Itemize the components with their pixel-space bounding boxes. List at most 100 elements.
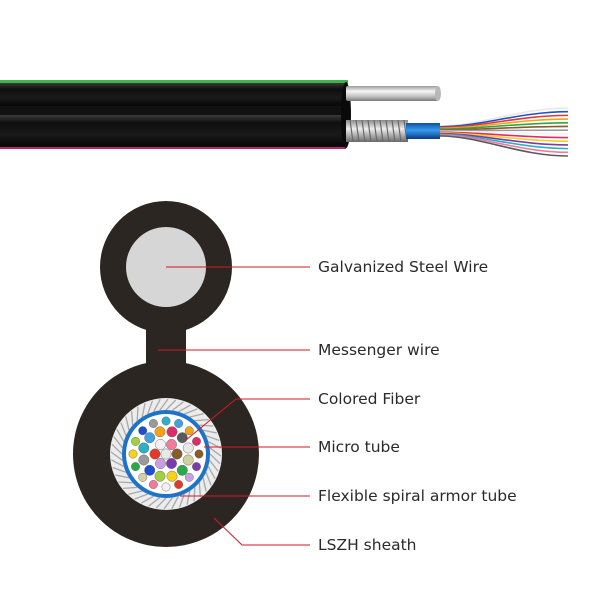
- armor-spiral-segment: [159, 398, 169, 411]
- colored-fiber: [171, 448, 183, 460]
- armor-spiral-segment: [194, 418, 209, 422]
- leader-sheath: [213, 517, 310, 546]
- fiber-strand: [439, 118, 569, 130]
- colored-fiber: [194, 449, 204, 459]
- colored-fiber: [166, 458, 177, 469]
- colored-fiber: [166, 426, 178, 438]
- label-colored-fiber: Colored Fiber: [318, 390, 421, 408]
- armor-spiral-segment: [202, 429, 217, 434]
- armor-spiral-segment: [178, 404, 192, 413]
- fiber-strand: [439, 130, 569, 135]
- armor-spiral-segment: [134, 493, 148, 500]
- armor-spiral-segment: [113, 436, 123, 449]
- armor-spiral-segment: [128, 490, 143, 495]
- magenta-stripe: [0, 146, 346, 149]
- armor-spiral-segment: [148, 497, 161, 507]
- armor-spiral-segment: [207, 466, 216, 480]
- fiber-strand: [439, 134, 569, 154]
- armor-spiral-segment: [198, 482, 202, 497]
- cable-side-view: [0, 80, 569, 157]
- colored-fiber: [161, 482, 171, 492]
- fiber-sheath-side: [0, 115, 346, 147]
- leader-colored-fiber: [185, 398, 310, 441]
- fiber-strand: [439, 135, 569, 157]
- armor-spiral-segment: [141, 403, 146, 418]
- colored-fiber: [149, 448, 161, 460]
- colored-fiber: [161, 416, 171, 426]
- armor-spiral-segment: [110, 451, 123, 461]
- colored-fiber: [131, 462, 140, 471]
- colored-fiber: [138, 472, 148, 482]
- armor-spiral-segment: [153, 398, 161, 413]
- colored-fiber: [148, 480, 158, 489]
- armor-spiral-segment: [111, 443, 123, 455]
- armor-rib: [373, 119, 378, 143]
- colored-fiber: [160, 448, 172, 460]
- steel-wire-side: [346, 86, 438, 101]
- armor-spiral-segment: [120, 422, 127, 436]
- armor-spiral-segment: [193, 487, 196, 502]
- web-side: [0, 106, 346, 116]
- armor-spiral-segment: [205, 435, 220, 442]
- label-galvanized-steel-wire: Galvanized Steel Wire: [318, 258, 488, 276]
- colored-fiber: [182, 454, 194, 466]
- colored-fiber: [184, 426, 194, 436]
- armor-spiral-segment: [165, 399, 177, 411]
- armor-rib: [385, 119, 390, 143]
- armor-spiral-segment: [147, 400, 154, 415]
- armor-spiral-segment: [186, 490, 191, 505]
- colored-fiber: [131, 436, 140, 446]
- fiber-strand: [439, 121, 569, 130]
- armor-spiral-segment: [209, 459, 219, 472]
- armor-rib: [379, 119, 384, 143]
- armor-spiral-segment: [199, 424, 214, 427]
- armor-rib: [391, 119, 396, 143]
- colored-fiber: [166, 439, 177, 450]
- callout-labels: Galvanized Steel Wire Messenger wire Col…: [318, 258, 517, 554]
- armor-spiral-segment: [163, 497, 173, 510]
- colored-fiber: [148, 419, 158, 428]
- colored-fiber: [182, 442, 194, 454]
- colored-fiber: [184, 472, 194, 482]
- armor-spiral-segment: [115, 474, 130, 479]
- fiber-strand: [439, 132, 569, 143]
- armor-rib: [367, 119, 372, 143]
- colored-fiber: [174, 480, 184, 489]
- armor-spiral-segment: [110, 459, 125, 467]
- armor-spiral-segment: [112, 466, 127, 473]
- colored-fiber: [154, 470, 166, 482]
- fiber-strand: [439, 133, 569, 150]
- leader-lines: [158, 266, 310, 546]
- armor-spiral-segment: [130, 411, 134, 426]
- colored-fiber: [176, 432, 188, 444]
- colored-fiber: [176, 464, 188, 476]
- colored-fiber: [166, 470, 178, 482]
- colored-fiber: [144, 432, 156, 444]
- colored-fibers: [128, 416, 204, 492]
- green-stripe: [0, 80, 348, 84]
- colored-fiber: [138, 442, 150, 454]
- label-micro-tube: Micro tube: [318, 438, 400, 456]
- label-lszh-sheath: LSZH sheath: [318, 536, 417, 554]
- armor-spiral-segment: [184, 408, 198, 415]
- armor-spiral-segment: [202, 477, 207, 492]
- fiber-strand: [439, 107, 569, 127]
- armor-spiral-segment: [116, 428, 125, 442]
- fiber-strand: [439, 132, 569, 146]
- armor-spiral-segment: [118, 481, 133, 484]
- armor-spiral-segment: [136, 406, 139, 421]
- armor-rib: [397, 119, 402, 143]
- armor-rib: [361, 119, 366, 143]
- colored-fiber: [154, 426, 166, 438]
- armor-spiral-segment: [155, 497, 167, 509]
- steel-wire-end: [435, 86, 441, 101]
- label-armor-tube: Flexible spiral armor tube: [318, 487, 517, 505]
- messenger-sheath-side: [0, 83, 346, 107]
- armor-spiral-segment: [209, 447, 222, 457]
- fiber-fan: [439, 107, 569, 157]
- armor-spiral-segment: [125, 416, 130, 431]
- fiber-strand: [439, 131, 569, 139]
- armor-spiral-segment: [123, 486, 138, 490]
- colored-fiber: [155, 439, 166, 450]
